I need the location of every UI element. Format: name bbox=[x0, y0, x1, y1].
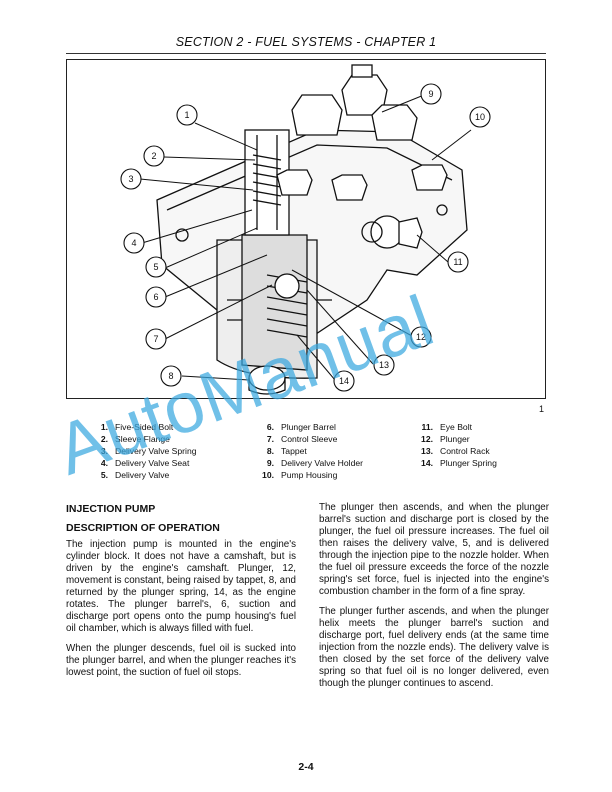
legend-label: Plunger Barrel bbox=[281, 422, 336, 432]
figure-number: 1 bbox=[539, 404, 545, 414]
legend-column-1: 1. Five-Sided Bolt 2. Sleeve Flange 3. Deli… bbox=[96, 421, 197, 481]
legend-label: Delivery Valve Holder bbox=[281, 458, 363, 468]
legend-item: 7. Control Sleeve bbox=[262, 433, 363, 445]
legend-num: 11. bbox=[421, 422, 433, 432]
section-header: SECTION 2 - FUEL SYSTEMS - CHAPTER 1 bbox=[175, 35, 437, 49]
legend-num: 12. bbox=[421, 434, 433, 444]
legend-label: Control Rack bbox=[440, 446, 490, 456]
legend-item: 2. Sleeve Flange bbox=[96, 433, 197, 445]
callouts: 1 2 3 4 5 6 7 8 9 10 11 12 13 14 bbox=[120, 83, 491, 392]
legend-item: 13. Control Rack bbox=[420, 445, 497, 457]
legend-num: 13. bbox=[421, 446, 433, 456]
legend-num: 9. bbox=[266, 458, 274, 468]
legend-column-3: 11. Eye Bolt 12. Plunger 13. Control Rack 1… bbox=[420, 421, 497, 469]
legend-num: 6. bbox=[266, 422, 274, 432]
right-paragraph-2: The plunger further ascends, and when th… bbox=[319, 606, 549, 689]
callout-9: 9 bbox=[428, 89, 433, 99]
callout-12: 12 bbox=[416, 332, 426, 342]
legend-num: 7. bbox=[266, 434, 274, 444]
legend-num: 2. bbox=[100, 434, 108, 444]
callout-13: 13 bbox=[379, 360, 389, 370]
legend-item: 14. Plunger Spring bbox=[420, 457, 497, 469]
legend-label: Tappet bbox=[281, 446, 307, 456]
pump-illustration bbox=[139, 64, 472, 395]
legend-item: 10. Pump Housing bbox=[262, 469, 363, 481]
legend-num: 8. bbox=[266, 446, 274, 456]
legend-item: 3. Delivery Valve Spring bbox=[96, 445, 197, 457]
legend-item: 8. Tappet bbox=[262, 445, 363, 457]
legend-item: 11. Eye Bolt bbox=[420, 421, 497, 433]
legend-label: Plunger bbox=[440, 434, 470, 444]
legend-label: Control Sleeve bbox=[281, 434, 338, 444]
callout-4: 4 bbox=[131, 238, 136, 248]
callout-7: 7 bbox=[153, 334, 158, 344]
callout-10: 10 bbox=[475, 112, 485, 122]
legend-item: 1. Five-Sided Bolt bbox=[96, 421, 197, 433]
left-paragraph-1: The injection pump is mounted in the eng… bbox=[66, 539, 296, 634]
legend-label: Delivery Valve bbox=[115, 470, 170, 480]
callout-2: 2 bbox=[151, 151, 156, 161]
callout-11: 11 bbox=[453, 257, 462, 267]
legend-label: Sleeve Flange bbox=[115, 434, 170, 444]
legend-num: 14. bbox=[421, 458, 433, 468]
injection-pump-figure: 1 2 3 4 5 6 7 8 9 10 11 12 13 14 bbox=[66, 59, 546, 399]
legend-item: 12. Plunger bbox=[420, 433, 497, 445]
legend-item: 5. Delivery Valve bbox=[96, 469, 197, 481]
legend-label: Eye Bolt bbox=[440, 422, 473, 432]
legend-label: Pump Housing bbox=[281, 470, 338, 480]
legend-label: Plunger Spring bbox=[440, 458, 497, 468]
heading-description-of-operation: DESCRIPTION OF OPERATION bbox=[66, 522, 220, 534]
legend-num: 5. bbox=[100, 470, 108, 480]
legend-column-2: 6. Plunger Barrel 7. Control Sleeve 8. Tapp… bbox=[262, 421, 363, 481]
legend-num: 1. bbox=[100, 422, 108, 432]
callout-1: 1 bbox=[184, 110, 189, 120]
legend-item: 6. Plunger Barrel bbox=[262, 421, 363, 433]
legend-label: Five-Sided Bolt bbox=[115, 422, 174, 432]
callout-5: 5 bbox=[153, 262, 158, 272]
heading-injection-pump: INJECTION PUMP bbox=[66, 503, 156, 515]
legend-num: 3. bbox=[100, 446, 108, 456]
legend-num: 4. bbox=[100, 458, 108, 468]
callout-14: 14 bbox=[339, 376, 349, 386]
legend-item: 4. Delivery Valve Seat bbox=[96, 457, 197, 469]
legend-label: Delivery Valve Seat bbox=[115, 458, 190, 468]
page-number: 2-4 bbox=[298, 761, 314, 773]
right-paragraph-1: The plunger then ascends, and when the p… bbox=[319, 502, 549, 597]
legend-num: 10. bbox=[262, 470, 274, 480]
legend-item: 9. Delivery Valve Holder bbox=[262, 457, 363, 469]
callout-8: 8 bbox=[168, 371, 173, 381]
callout-3: 3 bbox=[128, 174, 133, 184]
callout-6: 6 bbox=[153, 292, 158, 302]
legend-label: Delivery Valve Spring bbox=[115, 446, 197, 456]
header-rule bbox=[66, 53, 546, 54]
left-paragraph-2: When the plunger descends, fuel oil is s… bbox=[66, 643, 296, 678]
